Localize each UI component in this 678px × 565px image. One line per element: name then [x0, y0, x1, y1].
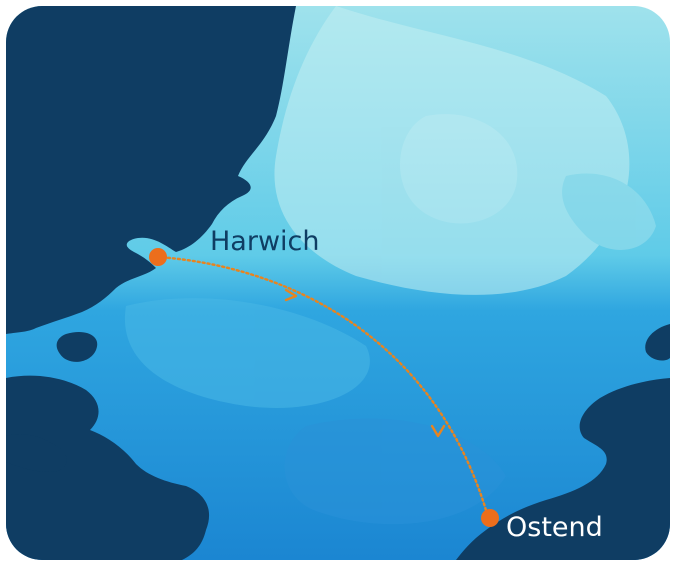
england-coast	[6, 6, 296, 334]
dutch-islet	[645, 324, 670, 361]
kent-coast	[6, 375, 210, 560]
estuary-islet	[56, 331, 98, 362]
harwich-marker	[149, 248, 167, 266]
ostend-label: Ostend	[506, 512, 603, 543]
route-arrowhead	[284, 288, 298, 302]
harwich-label: Harwich	[210, 226, 320, 257]
route-map: Harwich Ostend	[6, 6, 670, 560]
map-canvas: Harwich Ostend	[6, 6, 670, 560]
thames-island	[6, 433, 67, 472]
route-arrowhead	[430, 424, 446, 438]
belgium-coast	[456, 378, 670, 560]
ostend-marker	[481, 509, 499, 527]
sea-texture	[124, 6, 656, 525]
ferry-route	[156, 255, 490, 519]
